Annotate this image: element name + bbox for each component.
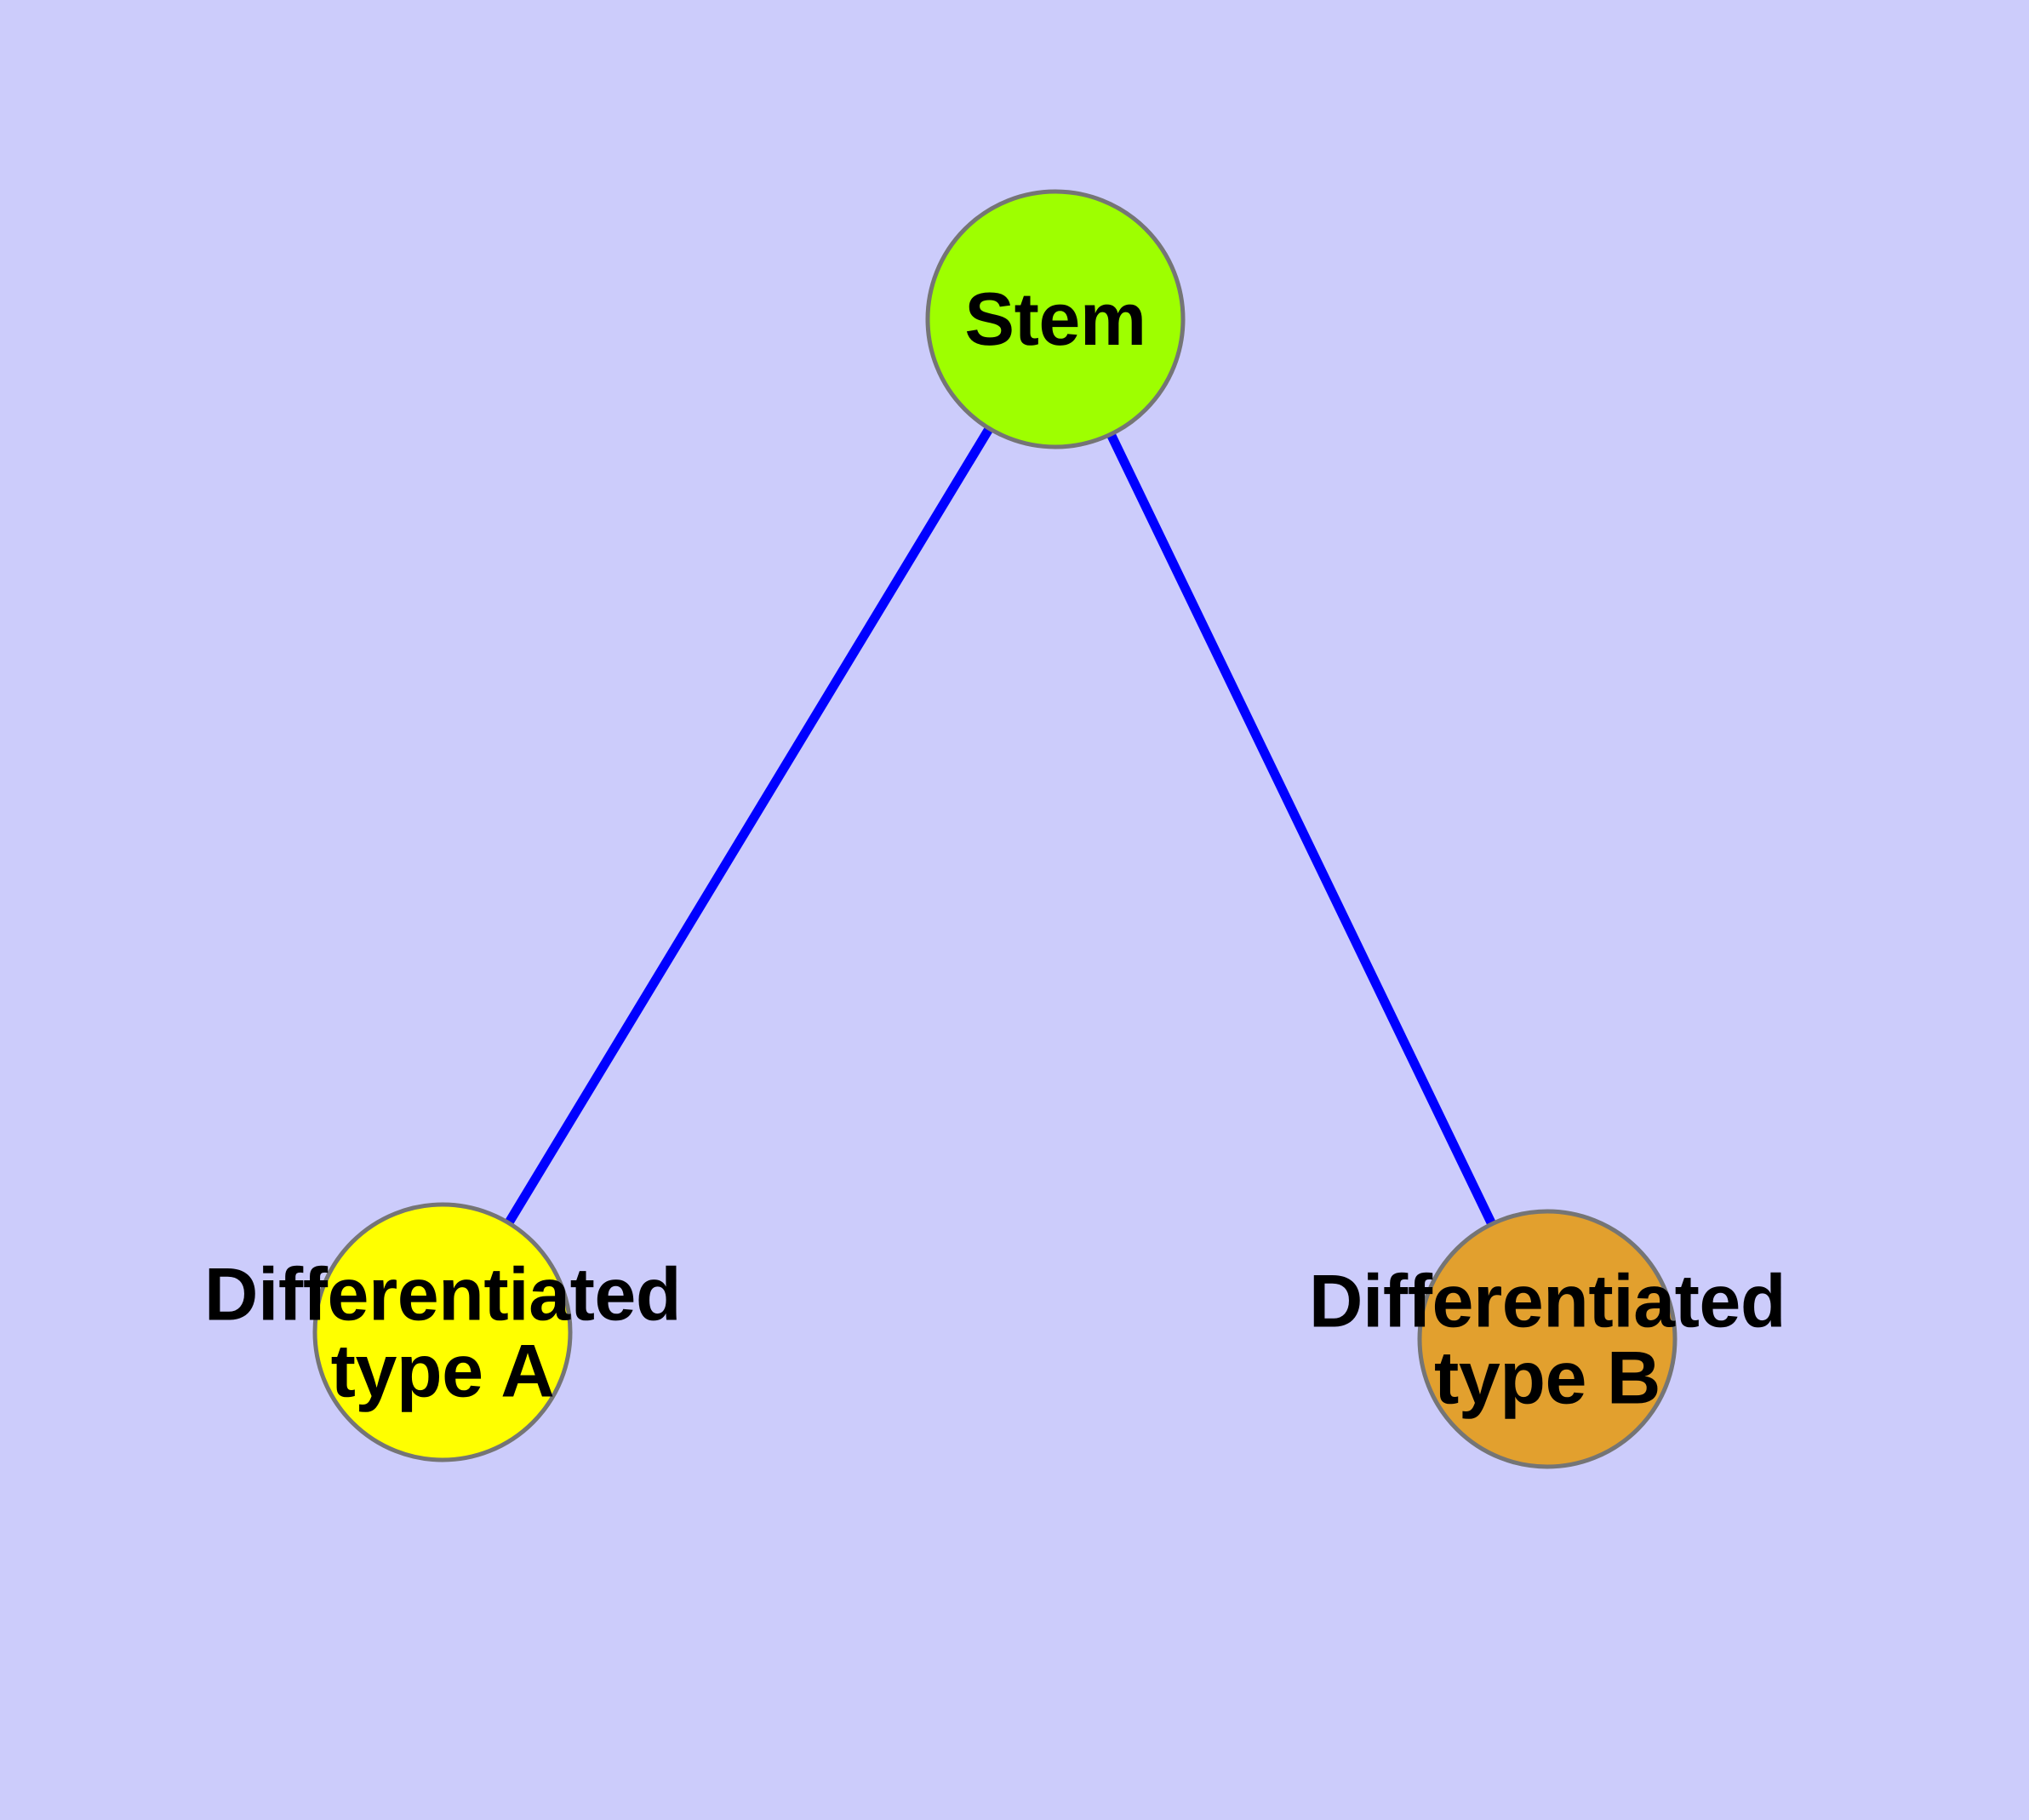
nodes-layer: [312, 189, 1677, 1469]
graph-node-stem[interactable]: [925, 189, 1186, 449]
graph-edge-stem-to-b[interactable]: [1051, 317, 1552, 1342]
graph-node-diff-a[interactable]: [312, 1202, 573, 1462]
graph-edge-stem-to-a[interactable]: [438, 317, 1060, 1335]
graph-node-diff-b[interactable]: [1417, 1209, 1677, 1469]
edges-layer: [438, 317, 1552, 1342]
